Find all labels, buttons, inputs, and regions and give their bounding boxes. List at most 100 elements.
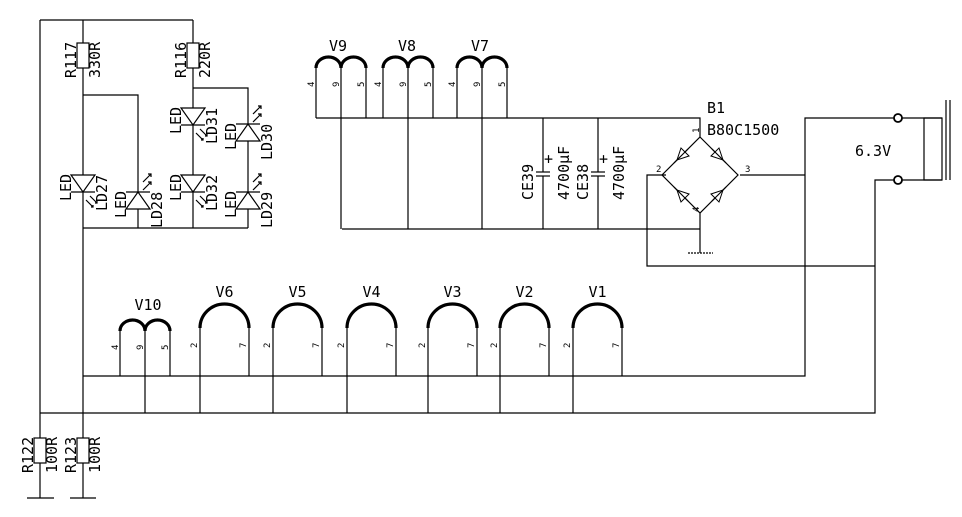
pin-label: 2 [418, 343, 428, 348]
resistor-value: 330R [86, 41, 104, 78]
pin-label: 2 [263, 343, 273, 348]
heater-filament-icon [271, 302, 324, 329]
pin-label: 9 [332, 82, 342, 87]
resistor-value: 220R [196, 41, 214, 78]
resistor-ref: R122 [19, 437, 37, 473]
led-type: LED [222, 123, 240, 150]
light-arrows-icon [85, 195, 98, 208]
led-type: LED [167, 107, 185, 134]
pin-label: 7 [239, 343, 249, 348]
light-arrows-icon [142, 173, 152, 191]
pin-label: 2 [337, 343, 347, 348]
led-icon [234, 122, 262, 142]
tube-v8: V8 4 9 5 [374, 37, 435, 229]
wire [83, 94, 139, 228]
led-icon [179, 107, 207, 127]
pin-label: 2 [190, 343, 200, 348]
transformer-winding [923, 117, 943, 181]
capacitor-ce38: + CE38 4700µF [574, 146, 628, 200]
diode-bar [673, 186, 689, 202]
wire [83, 117, 898, 377]
light-arrows-icon [195, 195, 208, 208]
heater-filament-icon [426, 302, 479, 329]
tube-ref: V9 [329, 37, 347, 55]
tube-v2: V2 2 7 [490, 283, 551, 413]
heater-filament-icon [345, 302, 398, 329]
pin-label: 4 [307, 82, 317, 87]
pin-label: 7 [312, 343, 322, 348]
pin-label: 7 [612, 343, 622, 348]
terminal-icon [893, 175, 903, 185]
capacitor-value: 4700µF [610, 146, 628, 200]
pin-label: 7 [386, 343, 396, 348]
led-ld32: LED LD32 [167, 174, 221, 211]
led-ref: LD30 [258, 124, 276, 160]
led-icon [234, 190, 262, 210]
pin-label: 9 [399, 82, 409, 87]
tube-ref: V8 [398, 37, 416, 55]
led-type: LED [167, 174, 185, 201]
resistor-ref: R123 [62, 437, 80, 473]
pin-label: 2 [563, 343, 573, 348]
tube-ref: V2 [515, 283, 533, 301]
led-ld31: LED LD31 [167, 107, 221, 144]
pin-label: 7 [467, 343, 477, 348]
tube-v4: V4 2 7 [337, 283, 398, 413]
tube-ref: V1 [588, 283, 606, 301]
led-ref: LD27 [93, 175, 111, 211]
led-type: LED [112, 191, 130, 218]
capacitor-polarity: + [544, 150, 553, 168]
wire [316, 117, 701, 137]
heater-filament-icon [498, 302, 551, 329]
light-arrows-icon [195, 128, 208, 141]
tube-v3: V3 2 7 [418, 283, 479, 413]
tube-ref: V3 [443, 283, 461, 301]
resistor-body [186, 42, 200, 69]
capacitor-ref: CE38 [574, 164, 592, 200]
pin-label: 2 [490, 343, 500, 348]
diode-bar [673, 148, 689, 164]
pin-label: 7 [539, 343, 549, 348]
tube-ref: V7 [471, 37, 489, 55]
heater-filament-icon [198, 302, 251, 329]
wires [27, 19, 898, 499]
led-icon [124, 190, 152, 210]
capacitor-value: 4700µF [555, 146, 573, 200]
tube-ref: V4 [362, 283, 380, 301]
pin-label: 4 [111, 345, 121, 350]
resistor-body [76, 42, 90, 69]
capacitor-ref: CE39 [519, 164, 537, 200]
led-ref: LD31 [203, 108, 221, 144]
led-icon [69, 174, 97, 194]
light-arrows-icon [252, 105, 262, 123]
tube-v1: V1 2 7 [563, 283, 624, 413]
pin-label: 4 [374, 82, 384, 87]
diode-bar [711, 148, 727, 164]
pin-label: 5 [498, 82, 508, 87]
light-arrows-icon [252, 173, 262, 191]
heater-filament-icon [571, 302, 624, 329]
wire [193, 87, 249, 228]
led-ref: LD32 [203, 175, 221, 211]
capacitor-polarity: + [599, 150, 608, 168]
led-icon [179, 174, 207, 194]
terminal-icon [893, 113, 903, 123]
pin-label: 9 [136, 345, 146, 350]
pin-label: 5 [424, 82, 434, 87]
pin-label: 4 [692, 207, 702, 212]
transformer-voltage: 6.3V [855, 142, 891, 160]
tube-ref: V10 [134, 296, 161, 314]
heater-filament-icon [381, 55, 435, 69]
resistor-body [76, 437, 90, 464]
resistor-ref: R116 [172, 42, 190, 78]
bridge-value: B80C1500 [707, 121, 779, 139]
